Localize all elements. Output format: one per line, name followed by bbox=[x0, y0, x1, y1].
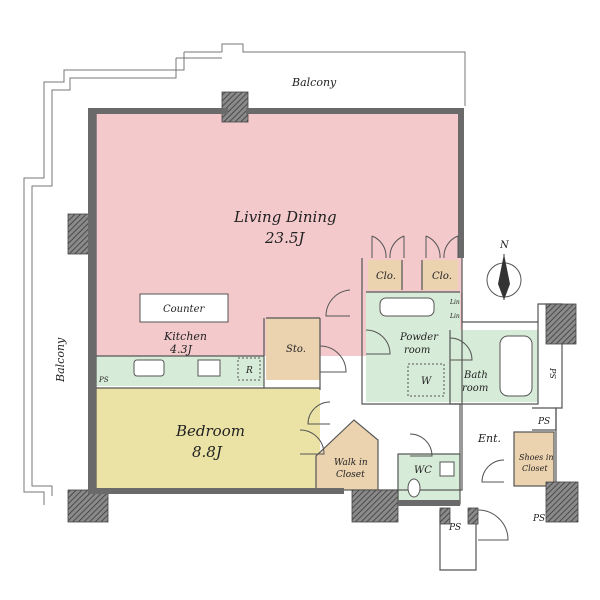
bath-label-2: room bbox=[462, 383, 488, 394]
counter-label: Counter bbox=[163, 304, 205, 315]
ps-label-3: PS bbox=[537, 417, 550, 427]
stove-icon bbox=[197, 359, 221, 377]
shoes-closet-label-2: Closet bbox=[522, 464, 548, 473]
walk-in-closet-area bbox=[316, 420, 378, 490]
ps-label-1: PS bbox=[98, 376, 109, 384]
kitchen-size: 4.3J bbox=[169, 343, 192, 356]
living-dining-size: 23.5J bbox=[264, 229, 305, 247]
linen-1-label: Lin bbox=[449, 299, 460, 306]
walk-in-closet-label-1: Walk in bbox=[334, 458, 368, 468]
balcony-outline bbox=[23, 43, 466, 505]
toilet-icon bbox=[407, 478, 421, 498]
compass-north-label: N bbox=[499, 240, 510, 251]
shoes-closet-area bbox=[514, 432, 554, 486]
counter bbox=[139, 293, 229, 323]
door-swings bbox=[299, 235, 509, 541]
bedroom-area bbox=[96, 388, 320, 490]
refrigerator-label: R bbox=[245, 366, 253, 376]
ps-label-4: PS bbox=[448, 523, 461, 533]
balcony-left-label: Balcony bbox=[54, 337, 67, 383]
ps-label-5: PS bbox=[532, 514, 545, 524]
wc-label: WC bbox=[414, 465, 432, 476]
closet-2-area bbox=[422, 260, 458, 290]
closet-1-label: Clo. bbox=[376, 271, 396, 282]
bath-label-1: Bath bbox=[463, 370, 488, 381]
shoes-closet-label-1: Shoes in bbox=[519, 453, 554, 462]
linen-2-label: Lin bbox=[449, 313, 460, 320]
ps-label-2: PS bbox=[548, 367, 557, 379]
bedroom-label: Bedroom bbox=[175, 422, 245, 440]
kitchen-area bbox=[96, 356, 264, 386]
kitchen-label: Kitchen bbox=[163, 330, 207, 343]
bathtub-icon bbox=[499, 335, 533, 397]
washer-box bbox=[407, 363, 445, 397]
balcony-top-label: Balcony bbox=[291, 76, 337, 89]
entrance-label: Ent. bbox=[477, 432, 501, 445]
storage-area bbox=[266, 318, 320, 380]
storage-label: Sto. bbox=[286, 344, 306, 355]
washer-label: W bbox=[421, 376, 432, 387]
living-dining-label: Living Dining bbox=[233, 208, 337, 226]
compass-icon bbox=[486, 254, 522, 300]
powder-room-label-2: room bbox=[404, 345, 430, 356]
powder-room-label-1: Powder bbox=[399, 332, 439, 343]
closet-1-area bbox=[368, 260, 402, 290]
bedroom-size: 8.8J bbox=[192, 443, 223, 461]
refrigerator-box bbox=[237, 357, 261, 381]
closet-2-label: Clo. bbox=[432, 271, 452, 282]
exterior-wall-band bbox=[88, 108, 464, 506]
kitchen-sink-icon bbox=[133, 359, 165, 377]
wc-sink-icon bbox=[439, 461, 455, 477]
powder-sink-icon bbox=[379, 297, 435, 317]
walk-in-closet-label-2: Closet bbox=[336, 470, 365, 480]
